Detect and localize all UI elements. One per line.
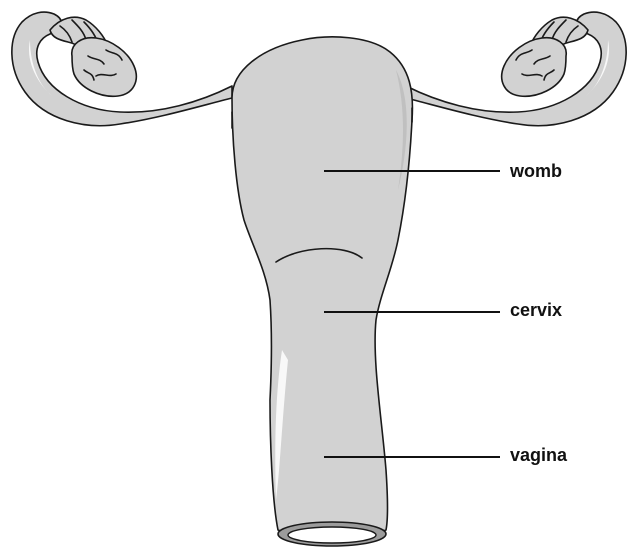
left-ovary bbox=[72, 38, 137, 97]
cervix-label: cervix bbox=[510, 300, 562, 321]
womb-label: womb bbox=[510, 161, 562, 182]
vagina-label: vagina bbox=[510, 445, 567, 466]
right-ovary bbox=[502, 38, 567, 97]
vaginal-opening bbox=[278, 522, 386, 546]
uterus-body bbox=[232, 37, 412, 538]
